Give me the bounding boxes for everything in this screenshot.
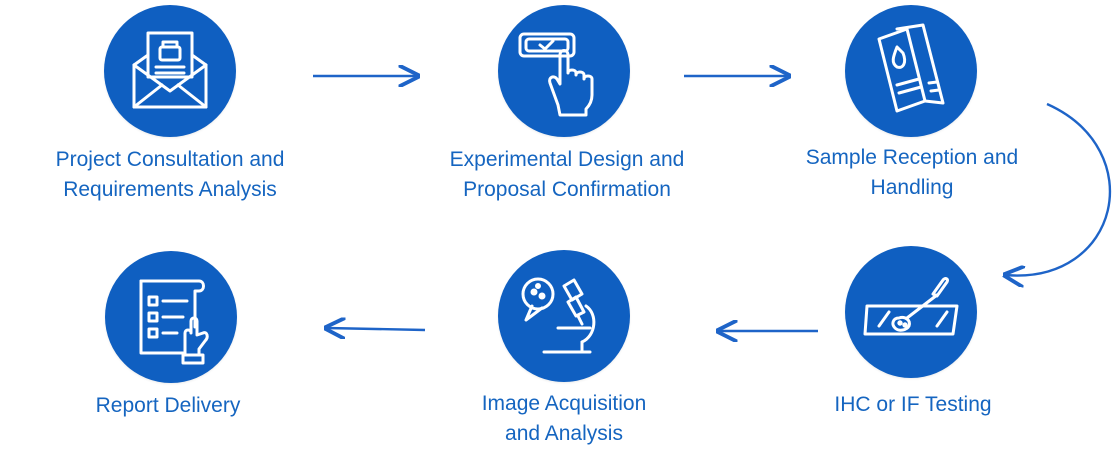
- step-3-label: Sample Reception and Handling: [805, 146, 1019, 199]
- hand-tap-button-icon: [518, 32, 594, 117]
- step-6-label: Report Delivery: [95, 394, 241, 417]
- step-2-circle: [498, 5, 630, 137]
- step-2-label: Experimental Design and Proposal Confirm…: [449, 148, 685, 201]
- sample-tubes-icon: [877, 23, 945, 113]
- arrow-step3-to-step4: [1005, 102, 1112, 276]
- checklist-report-icon: [139, 279, 209, 365]
- step-5-label: Image Acquisition and Analysis: [481, 392, 647, 445]
- microscope-icon: [521, 277, 596, 354]
- step-1-label: Project Consultation and Requirements An…: [55, 148, 285, 201]
- step-4-label: IHC or IF Testing: [834, 393, 992, 416]
- envelope-document-icon: [132, 31, 208, 109]
- step-5-circle: [498, 250, 630, 382]
- arrow-step5-to-step6: [326, 328, 426, 330]
- step-6-circle: [105, 251, 237, 383]
- step-4-circle: [845, 246, 977, 378]
- slide-dropper-icon: [863, 277, 959, 336]
- step-1-circle: [104, 5, 236, 137]
- step-3-circle: [845, 5, 977, 137]
